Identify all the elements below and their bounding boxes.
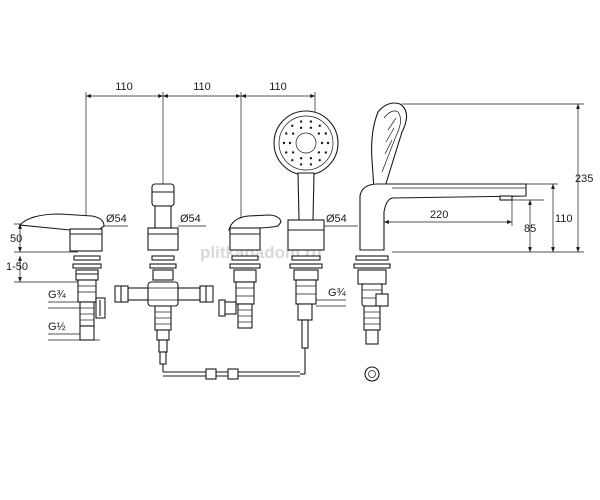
- left-thread-labels: G¾ G½: [48, 289, 80, 341]
- lever-height-label: 50: [10, 233, 22, 245]
- right-thread-label: G¾: [316, 287, 347, 307]
- nozzle-dot: [291, 159, 294, 162]
- thread-label-g12: G½: [48, 321, 66, 333]
- nozzle-dot: [317, 151, 321, 154]
- nozzle-dot: [285, 132, 288, 135]
- left-height-dimensions: 50 1-50: [6, 223, 78, 283]
- nozzle-dot: [318, 124, 321, 128]
- dia-dimension-divert: Ø54: [178, 213, 206, 227]
- spacing-label-2: 110: [193, 81, 211, 93]
- dia-label-lever: Ø54: [106, 213, 127, 225]
- nozzle-dot: [299, 157, 303, 160]
- nozzle-dot: [309, 120, 313, 123]
- spacing-label-1: 110: [115, 81, 133, 93]
- spout-reach-label: 220: [430, 209, 448, 221]
- spout-reach-dimension: 220: [383, 200, 513, 226]
- nozzle-dot: [299, 163, 303, 166]
- nozzle-dot: [324, 151, 327, 154]
- nozzle-dot: [317, 132, 321, 135]
- nozzle-dot: [291, 132, 295, 135]
- nozzle-dot: [291, 151, 295, 154]
- spout-height-label: 110: [555, 213, 573, 225]
- deck-range-label: 1-50: [6, 261, 28, 273]
- nozzle-dot: [299, 126, 303, 129]
- nozzle-dot: [326, 141, 330, 145]
- shower-nozzles: [282, 120, 330, 166]
- shower-hose: [162, 348, 306, 380]
- dia-label-divert: Ø54: [180, 213, 201, 225]
- right-height-dimensions: 235 110 85: [392, 103, 593, 253]
- nozzle-dot: [320, 141, 324, 145]
- nozzle-dot: [299, 120, 303, 123]
- diverter-valve: [114, 183, 214, 365]
- hand-shower: [273, 110, 339, 349]
- nozzle-dot: [288, 141, 292, 145]
- shower-head-side: [371, 102, 408, 191]
- nozzle-dot: [282, 141, 286, 145]
- dia-dimension-lever: Ø54: [104, 213, 128, 227]
- outlet-height-label: 85: [524, 223, 536, 235]
- nozzle-dot: [324, 132, 327, 135]
- dia-label-shower: Ø54: [326, 213, 347, 225]
- bath-spout: [353, 183, 527, 382]
- spacing-dimensions: 110 110 110: [85, 81, 316, 222]
- lever-mixer: [18, 213, 106, 341]
- nozzle-dot: [285, 151, 288, 154]
- nozzle-dot: [309, 157, 313, 160]
- spacing-label-3: 110: [269, 81, 287, 93]
- nozzle-dot: [309, 126, 313, 129]
- thread-label-g34-left: G¾: [48, 289, 67, 301]
- total-height-label: 235: [575, 173, 593, 185]
- nozzle-dot: [318, 159, 321, 162]
- nozzle-dot: [309, 163, 313, 166]
- nozzle-dot: [291, 124, 294, 128]
- thread-label-g34-right: G¾: [328, 287, 347, 299]
- second-lever-mixer: [218, 214, 282, 329]
- dia-dimension-shower: Ø54: [324, 213, 358, 227]
